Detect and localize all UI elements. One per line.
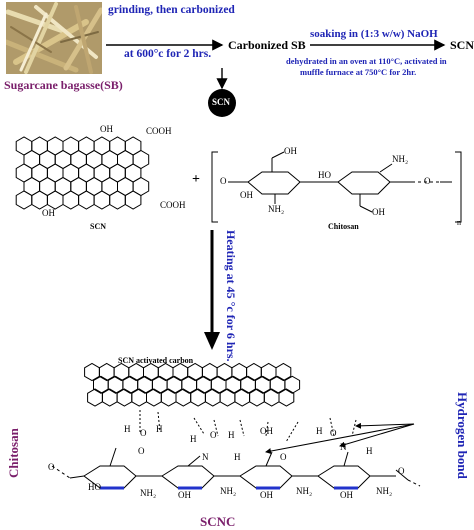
arrow2-top-label: soaking in (1:3 w/w) NaOH xyxy=(310,28,438,40)
graphene-hexagon xyxy=(234,388,251,407)
chitosan-structure xyxy=(211,151,462,223)
scn-activated-carbon-structure xyxy=(84,362,301,407)
graphene-cooh-bottom: COOH xyxy=(160,200,186,210)
graphene-oh-bottom: OH xyxy=(42,208,55,218)
prod-n-2: N xyxy=(340,442,347,452)
chitosan-oh-ring1: OH xyxy=(240,190,253,200)
sugarcane-bagasse-photo xyxy=(6,2,102,74)
graphene-hexagon xyxy=(93,190,111,210)
hydrogen-bond-label: Hydrogen bond xyxy=(455,392,470,479)
graphene-hexagon xyxy=(160,388,177,407)
graphene-hexagon xyxy=(62,190,80,210)
scn-activated-carbon-label: SCN activated carbon xyxy=(118,356,194,365)
hydrogen-bond-lines xyxy=(139,410,357,443)
scn-circle xyxy=(208,89,236,117)
prod-h-7: H xyxy=(366,446,373,456)
prod-n-1: N xyxy=(202,452,209,462)
graphene-hexagon xyxy=(249,388,265,407)
hydrogen-bond-pointers xyxy=(265,422,415,455)
prod-h-4: H xyxy=(228,430,235,440)
chitosan-nh2-ring2: NH₂ xyxy=(392,154,409,164)
chitosan-nh2-ring1: NH₂ xyxy=(268,204,285,214)
heating-condition-label: Heating at 45 °c for 6 hrs. xyxy=(224,230,238,362)
prod-oh-3: OH xyxy=(260,490,273,500)
chitosan-o-right: O xyxy=(424,176,431,186)
graphene-hexagon xyxy=(101,388,118,407)
scnc-final-label: SCNC xyxy=(200,514,236,529)
prod-o-6: O xyxy=(398,466,405,476)
prod-o-2: O xyxy=(138,446,145,456)
prod-h-1: H xyxy=(124,424,131,434)
sugarcane-bagasse-label: Sugarcane bagasse(SB) xyxy=(4,78,123,92)
prod-h-6: H xyxy=(316,426,323,436)
prod-o-3: O xyxy=(210,430,217,440)
scn-product-label: SCN xyxy=(450,38,474,52)
prod-h-3: H xyxy=(190,434,197,444)
graphene-hexagon xyxy=(275,362,292,382)
graphene-hexagon xyxy=(219,388,236,407)
arrow1-bottom-label: at 600°c for 2 hrs. xyxy=(124,48,212,60)
graphene-hexagon xyxy=(263,388,280,407)
graphene-hexagon xyxy=(284,375,301,394)
prod-oh-4: OH xyxy=(340,490,353,500)
plus-sign: + xyxy=(192,172,200,187)
graphene-hexagon xyxy=(109,190,126,210)
subscript-n: n xyxy=(457,218,461,227)
graphene-hexagon xyxy=(116,388,133,407)
graphene-hexagon xyxy=(131,388,147,407)
prod-ho-1: HO xyxy=(88,482,101,492)
circle-scn-text: SCN xyxy=(212,97,231,107)
chitosan-oh-ring2: OH xyxy=(372,207,385,217)
prod-h-2: H xyxy=(156,424,163,434)
graphene-hexagon xyxy=(46,190,64,210)
prod-h-5: H xyxy=(234,452,241,462)
graphene-oh-top: OH xyxy=(100,124,113,134)
scn-graphene-structure xyxy=(15,136,150,210)
prod-o-1: O xyxy=(140,428,147,438)
prod-o-7: O xyxy=(48,462,55,472)
graphene-hexagon xyxy=(31,190,48,210)
graphene-hexagon xyxy=(204,388,221,407)
prod-nh2-1: NH₂ xyxy=(140,488,157,498)
graphene-hexagon xyxy=(78,190,95,210)
prod-nh2-2: NH₂ xyxy=(220,486,237,496)
prod-nh2-3: NH₂ xyxy=(296,486,313,496)
prod-oh-2: OH xyxy=(178,490,191,500)
graphene-hexagon xyxy=(15,190,33,210)
scn-graphene-label: SCN xyxy=(90,222,107,231)
chitosan-chain-product xyxy=(51,447,421,490)
prod-o-5: O xyxy=(330,428,337,438)
carbonized-sb-label: Carbonized SB xyxy=(228,38,306,52)
chitosan-label: Chitosan xyxy=(328,222,359,231)
graphene-hexagon xyxy=(87,388,103,407)
graphene-hexagon xyxy=(124,190,142,210)
chitosan-o-left: O xyxy=(220,176,227,186)
prod-nh2-4: NH₂ xyxy=(376,486,393,496)
chitosan-side-label: Chitosan xyxy=(6,428,21,478)
prod-o-4: O xyxy=(280,452,287,462)
graphene-cooh-top: COOH xyxy=(146,126,172,136)
arrow2-bottom-line2: muffle furnace at 750°C for 2hr. xyxy=(300,67,417,77)
arrow2-bottom-line1: dehydrated in an oven at 110°C, activate… xyxy=(286,56,447,66)
chitosan-oh-top: OH xyxy=(284,146,297,156)
prod-oh-1: OH xyxy=(260,426,273,436)
arrow1-top-label: grinding, then carbonized xyxy=(108,4,235,16)
chitosan-ho-ring2: HO xyxy=(318,170,331,180)
graphene-hexagon xyxy=(175,388,192,407)
graphene-hexagon xyxy=(190,388,206,407)
graphene-hexagon xyxy=(146,388,162,407)
graphene-hexagon xyxy=(278,388,295,407)
